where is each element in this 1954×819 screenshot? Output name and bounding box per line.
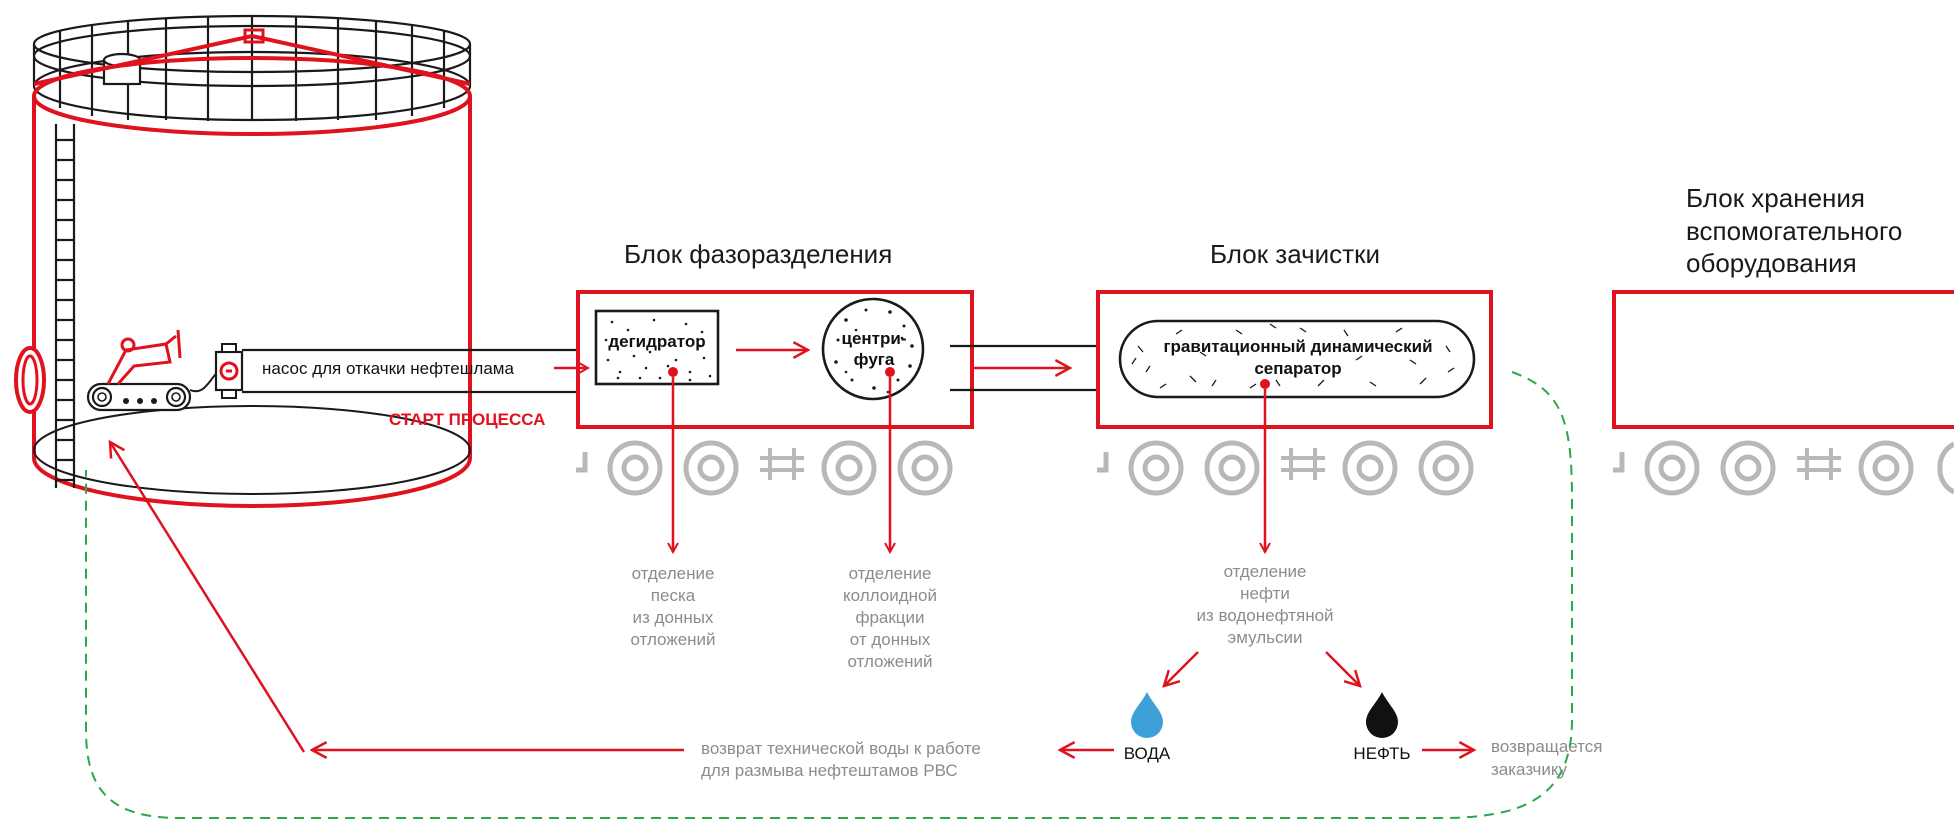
caption-line: песка	[651, 586, 696, 605]
return-water-line-1: возврат технической воды к работе	[701, 739, 981, 758]
cleaning-block	[1096, 290, 1493, 429]
caption-line: отделение	[632, 564, 715, 583]
pump-icon	[214, 343, 244, 399]
caption-line: из водонефтяной	[1196, 606, 1333, 625]
storage-title-2: вспомогательного	[1686, 216, 1902, 246]
storage-title-3: оборудования	[1686, 248, 1857, 278]
oil-sep-caption: отделение нефти из водонефтяной эмульсии	[1196, 562, 1333, 647]
cleaning-block-title: Блок зачистки	[1210, 239, 1380, 269]
sand-caption: отделение песка из донных отложений	[630, 564, 715, 649]
oil-drop-icon	[1366, 692, 1398, 738]
caption-line: от донных	[850, 630, 931, 649]
wheel-axle-icon	[1613, 440, 1954, 496]
oil-label: НЕФТЬ	[1353, 744, 1410, 763]
to-water-arrow	[1164, 651, 1199, 686]
centrifuge: центри- фуга	[821, 297, 925, 401]
water-drop-icon	[1131, 692, 1163, 738]
to-oil-arrow	[1325, 651, 1360, 686]
storage-title-1: Блок хранения	[1686, 183, 1865, 213]
caption-line: отделение	[849, 564, 932, 583]
colloid-caption: отделение коллоидной фракции от донных о…	[843, 564, 937, 671]
wheel-axle-icon	[1097, 440, 1474, 496]
dehydrator-label: дегидратор	[608, 332, 705, 351]
caption-line: отложений	[847, 652, 932, 671]
return-customer-line-2: заказчику	[1491, 760, 1568, 779]
phase-block-title: Блок фазоразделения	[624, 239, 892, 269]
oil-storage-tank-icon	[14, 14, 472, 508]
crawler-robot-icon	[86, 329, 219, 412]
separator: гравитационный динамический сепаратор	[1118, 319, 1476, 399]
tank-inlet-arrow	[110, 442, 306, 753]
caption-line: коллоидной	[843, 586, 937, 605]
caption-line: из донных	[633, 608, 714, 627]
wheel-axle-icon	[576, 440, 953, 496]
caption-line: эмульсии	[1228, 628, 1303, 647]
phase-block	[576, 290, 974, 429]
return-loop-dashed	[85, 371, 1573, 819]
caption-line: нефти	[1240, 584, 1290, 603]
return-customer-line-1: возвращается	[1491, 737, 1602, 756]
caption-line: отложений	[630, 630, 715, 649]
separator-label-2: сепаратор	[1254, 359, 1341, 378]
dehydrator: дегидратор	[594, 309, 720, 386]
start-label: СТАРТ ПРОЦЕССА	[389, 410, 545, 429]
water-label: ВОДА	[1124, 744, 1171, 763]
centrifuge-label-2: фуга	[854, 350, 895, 369]
return-water-line-2: для размыва нефтештамов РВС	[701, 761, 958, 780]
centrifuge-label-1: центри-	[842, 329, 907, 348]
caption-line: фракции	[855, 608, 924, 627]
storage-block	[1612, 290, 1954, 429]
caption-line: отделение	[1224, 562, 1307, 581]
pump-label: насос для откачки нефтешлама	[262, 359, 514, 378]
separator-label-1: гравитационный динамический	[1163, 337, 1432, 356]
